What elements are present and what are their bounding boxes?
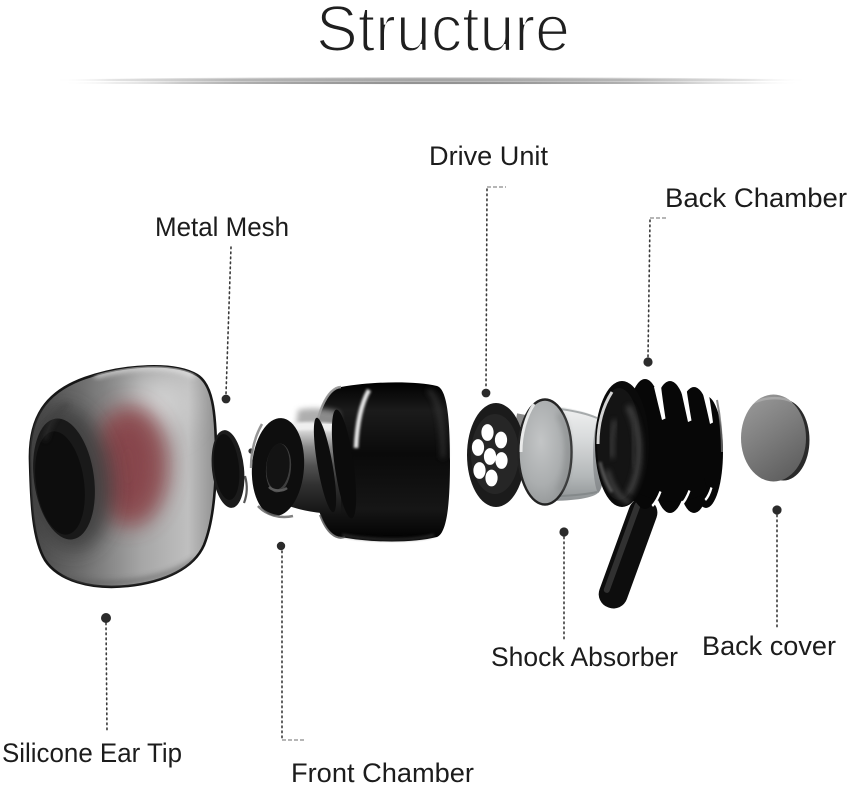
svg-text:Metal Mesh: Metal Mesh — [155, 212, 289, 242]
svg-text:Shock Absorber: Shock Absorber — [491, 642, 678, 672]
svg-text:Front Chamber: Front Chamber — [291, 758, 474, 788]
svg-text:Back Chamber: Back Chamber — [665, 183, 847, 213]
svg-text:Drive Unit: Drive Unit — [429, 141, 548, 171]
svg-text:Back cover: Back cover — [702, 631, 836, 661]
svg-text:Structure: Structure — [316, 0, 570, 65]
svg-text:Silicone Ear Tip: Silicone Ear Tip — [2, 738, 182, 768]
